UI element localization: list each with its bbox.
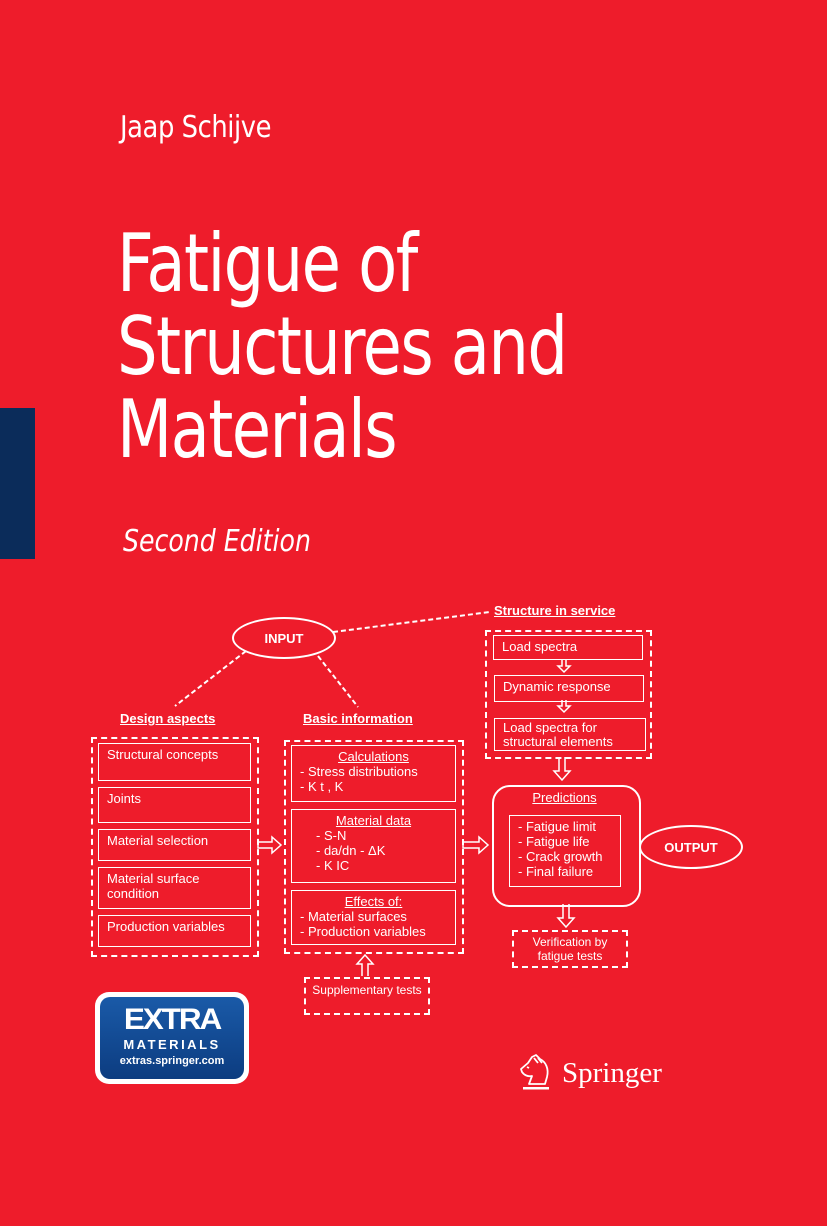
edition-label: Second Edition [123, 524, 311, 559]
calculations-item: - K t , K [300, 779, 344, 794]
prediction-item: - Fatigue limit [518, 819, 597, 834]
service-item-load-spectra-elements: Load spectra for structural elements [494, 718, 646, 751]
predictions-list: - Fatigue limit - Fatigue life - Crack g… [509, 815, 621, 887]
material-data-title: Material data [335, 813, 412, 828]
design-item-production-variables: Production variables [98, 915, 251, 947]
design-item-joints: Joints [98, 787, 251, 823]
predictions-group [492, 785, 641, 907]
calculations-box: Calculations - Stress distributions - K … [291, 745, 456, 802]
material-data-item: - K IC [316, 858, 350, 873]
service-item-load-spectra: Load spectra [493, 635, 643, 660]
calculations-item: - Stress distributions [300, 764, 418, 779]
prediction-item: - Crack growth [518, 849, 603, 864]
effects-item: - Production variables [300, 924, 426, 939]
title-line-2: Structures and [117, 300, 568, 393]
title-line-3: Materials [117, 383, 398, 476]
badge-url[interactable]: extras.springer.com [119, 1055, 225, 1067]
supplementary-tests-box: Supplementary tests [304, 977, 430, 1015]
author-name: Jaap Schijve [120, 110, 272, 145]
predictions-title: Predictions [532, 790, 597, 805]
input-node: INPUT [232, 617, 336, 659]
design-item-structural-concepts: Structural concepts [98, 743, 251, 781]
output-node: OUTPUT [639, 825, 743, 869]
knight-chess-piece-icon [520, 1054, 549, 1090]
basic-information-group [284, 740, 464, 954]
design-item-material-surface-condition: Material surface condition [98, 867, 251, 909]
publisher-name: Springer [562, 1056, 662, 1089]
material-data-box: Material data - S-N - da/dn - ΔK - K IC [291, 809, 456, 883]
verification-box: Verification by fatigue tests [512, 930, 628, 968]
design-item-material-selection: Material selection [98, 829, 251, 861]
material-data-item: - da/dn - ΔK [316, 843, 386, 858]
book-title: Fatigue of Structures and Materials [117, 217, 568, 476]
structure-in-service-group [485, 630, 652, 759]
extra-materials-badge[interactable]: EXTRA MATERIALS extras.springer.com [95, 992, 249, 1084]
badge-extra-label: EXTRA [123, 1003, 222, 1036]
design-aspects-header: Design aspects [120, 711, 216, 726]
prediction-item: - Fatigue life [518, 834, 590, 849]
calculations-title: Calculations [338, 749, 409, 764]
structure-in-service-header: Structure in service [494, 603, 616, 618]
effects-title: Effects of: [344, 894, 403, 909]
service-item-dynamic-response: Dynamic response [494, 675, 644, 702]
title-line-1: Fatigue of [117, 217, 418, 310]
spine-accent-bar [0, 408, 35, 559]
effects-item: - Material surfaces [300, 909, 407, 924]
publisher-logo: Springer [518, 1053, 662, 1093]
design-aspects-group [91, 737, 259, 957]
basic-information-header: Basic information [303, 711, 413, 726]
effects-box: Effects of: - Material surfaces - Produc… [291, 890, 456, 945]
badge-materials-label: MATERIALS [123, 1037, 221, 1052]
prediction-item: - Final failure [518, 864, 594, 879]
material-data-item: - S-N [316, 828, 347, 843]
